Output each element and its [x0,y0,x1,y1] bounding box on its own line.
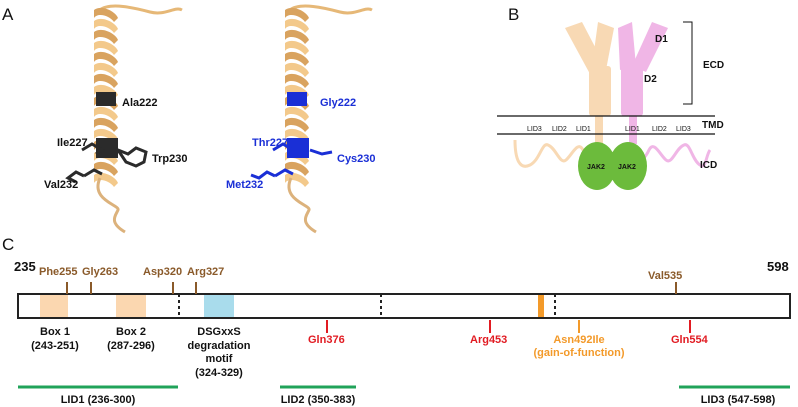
residue-thr227: Thr227 [252,137,288,149]
residue-met232: Met232 [226,179,263,191]
degron-line1: DSGxxS [197,326,240,338]
lid3-right-label: LID3 [676,126,691,133]
helix-turn [94,172,118,187]
wildtype-helix-structure [65,4,183,234]
helix-turn [94,7,118,22]
box2-name: Box 2 [116,326,146,338]
label-phe255: Phe255 [39,266,78,278]
lid2-right-label: LID2 [652,126,667,133]
residue-val232: Val232 [44,179,78,191]
lid3-left-label: LID3 [527,126,542,133]
helix-turn [285,172,309,187]
residue-cys230: Cys230 [337,153,376,165]
icd-label: ICD [700,160,717,171]
tmd-label: TMD [702,120,724,131]
helix-turn [94,106,118,121]
residue-ala222: Ala222 [122,97,157,109]
residue-trp230: Trp230 [152,153,187,165]
degron-line2: degradation [188,340,251,352]
label-arg453: Arg453 [470,334,507,346]
ecd-label: ECD [703,60,724,71]
label-asp320: Asp320 [143,266,182,278]
box2-range: (287-296) [107,340,155,352]
helix-turn [285,106,309,121]
helix-turn [285,40,309,55]
helix-turn [94,51,118,66]
degron-line3: motif [206,353,233,365]
panel-b-label: B [508,5,519,24]
box1-name: Box 1 [40,326,70,338]
helix-turn [285,73,309,88]
sequence-end-number: 598 [767,259,789,274]
helix-turn [285,117,309,132]
helix-turn [94,29,118,44]
helix-turn [285,7,309,22]
lid1-left-label: LID1 [576,126,591,133]
helix-turn [285,161,309,176]
lid1-right-label: LID1 [625,126,640,133]
lid2-label: LID2 (350-383) [281,394,356,406]
domain-d2-label: D2 [644,74,657,85]
lid3-label: LID3 (547-598) [701,394,776,406]
helix-turn [94,18,118,33]
helix-turn [94,161,118,176]
residue-gly222: Gly222 [320,97,356,109]
helix-turn [94,73,118,88]
helix-turn [285,18,309,33]
lid1-label: LID1 (236-300) [61,394,136,406]
mutant-helix-structure [250,4,373,234]
residue-ile227: Ile227 [57,137,88,149]
helix-turn [94,62,118,77]
lid2-left-label: LID2 [552,126,567,133]
label-asn492ile: Asn492Ile [553,334,604,346]
domain-d1-label: D1 [655,34,668,45]
jak2-left-label: JAK2 [587,164,605,171]
label-gain-of-function: (gain-of-function) [533,347,624,359]
box1-range: (243-251) [31,340,79,352]
receptor-dimer-schematic [497,21,715,190]
jak2-right-label: JAK2 [618,164,636,171]
helix-turn [94,40,118,55]
degron-line4: (324-329) [195,367,243,379]
helix-turn [285,51,309,66]
label-gln554: Gln554 [671,334,709,346]
panel-c-label: C [2,235,14,254]
helix-turn [285,29,309,44]
label-val535: Val535 [648,270,682,282]
label-gly263: Gly263 [82,266,118,278]
helix-turn [285,62,309,77]
label-gln376: Gln376 [308,334,345,346]
label-arg327: Arg327 [187,266,224,278]
panel-a-label: A [2,5,14,24]
helix-turn [94,117,118,132]
sequence-bar [17,293,791,319]
sequence-start-number: 235 [14,259,36,274]
